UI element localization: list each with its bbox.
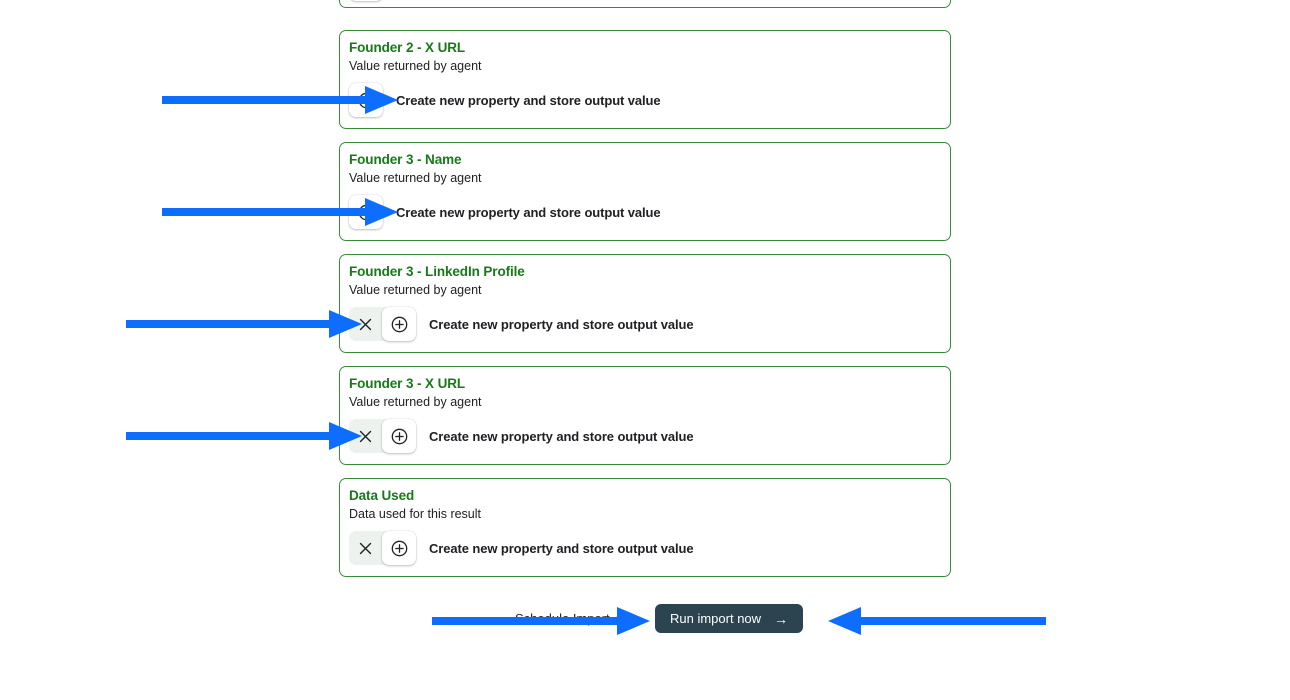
property-action-group[interactable] — [349, 419, 416, 453]
add-property-button[interactable] — [382, 307, 416, 341]
remove-property-button[interactable] — [349, 419, 382, 453]
schedule-import-control[interactable]: Schedule Import — [515, 611, 630, 626]
property-card-data-used: Data Used Data used for this result Crea… — [339, 478, 951, 577]
add-property-button[interactable] — [349, 0, 383, 1]
property-card-founder-3-linkedin-profile: Founder 3 - LinkedIn Profile Value retur… — [339, 254, 951, 353]
add-property-button[interactable] — [382, 531, 416, 565]
property-action-group[interactable] — [349, 83, 383, 117]
arrow-run-import-right-side — [828, 607, 1046, 635]
property-card-title: Founder 3 - LinkedIn Profile — [349, 264, 525, 279]
property-action-group[interactable] — [349, 195, 383, 229]
property-card-partial — [339, 0, 951, 8]
property-action-label: Create new property and store output val… — [429, 428, 694, 444]
property-action-label: Create new property and store output val… — [396, 92, 661, 108]
property-card-founder-3-x-url: Founder 3 - X URL Value returned by agen… — [339, 366, 951, 465]
property-card-subtitle: Data used for this result — [349, 507, 482, 521]
property-action-group[interactable] — [349, 531, 416, 565]
property-card-actions: Create new property and store output val… — [340, 410, 950, 463]
property-card-actions: Create new property and store output val… — [340, 74, 950, 127]
property-card-actions: Create new property and store output val… — [340, 186, 950, 239]
property-card-title: Founder 3 - X URL — [349, 376, 466, 391]
property-action-label: Create new property and store output val… — [429, 316, 694, 332]
property-card-title: Founder 3 - Name — [349, 152, 462, 167]
property-card-subtitle: Value returned by agent — [349, 59, 482, 73]
add-property-button[interactable] — [349, 195, 383, 229]
add-property-button[interactable] — [382, 419, 416, 453]
property-card-subtitle: Value returned by agent — [349, 395, 482, 409]
property-card-subtitle: Value returned by agent — [349, 171, 482, 185]
remove-property-button[interactable] — [349, 307, 382, 341]
property-card-title: Founder 2 - X URL — [349, 40, 466, 55]
property-card-actions: Create new property and store output val… — [340, 298, 950, 351]
property-action-label: Create new property and store output val… — [429, 540, 694, 556]
property-action-group[interactable] — [349, 0, 383, 1]
run-import-now-button[interactable]: Run import now → — [655, 604, 804, 633]
run-import-now-label: Run import now — [670, 611, 762, 626]
arrow-founder3-x-url — [126, 422, 362, 450]
property-card-actions: Create new property and store output val… — [340, 522, 950, 575]
arrow-right-icon: → — [774, 610, 789, 627]
property-card-subtitle: Value returned by agent — [349, 283, 482, 297]
property-card-title: Data Used — [349, 488, 415, 503]
property-card-founder-3-name: Founder 3 - Name Value returned by agent… — [339, 142, 951, 241]
property-action-label: Create new property and store output val… — [396, 204, 661, 220]
schedule-import-label: Schedule Import — [515, 611, 610, 626]
property-card-founder-2-x-url: Founder 2 - X URL Value returned by agen… — [339, 30, 951, 129]
property-action-group[interactable] — [349, 307, 416, 341]
clock-icon — [616, 611, 630, 626]
add-property-button[interactable] — [349, 83, 383, 117]
remove-property-button[interactable] — [349, 531, 382, 565]
arrow-founder3-linkedin — [126, 310, 362, 338]
